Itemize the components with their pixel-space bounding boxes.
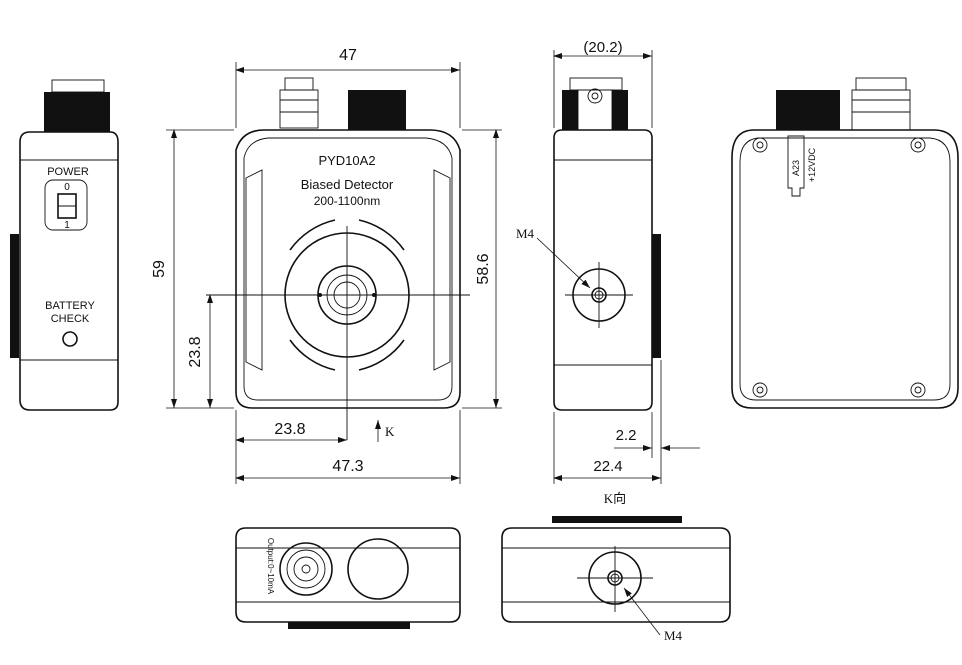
power-switch <box>44 179 88 231</box>
dim-width-top: 47 <box>339 47 357 64</box>
side-grip <box>10 234 19 358</box>
svg-text:CHECK: CHECK <box>51 313 90 325</box>
knob <box>44 92 110 132</box>
dim-width-bottom: 47.3 <box>332 458 363 475</box>
thread-label-bottom: M4 <box>664 628 683 643</box>
output-label: Output:0~10mA <box>266 538 275 595</box>
wavelength-range: 200-1100nm <box>314 194 381 208</box>
bottom-view: Output:0~10mA <box>235 527 461 629</box>
front-knob <box>348 90 406 130</box>
battery-type: A23 <box>791 160 801 176</box>
view-arrow-label: K <box>385 424 395 439</box>
front-view: PYD10A2 Biased Detector 200-1100nm <box>206 77 470 440</box>
right-dimensions: (20.2) 2.2 22.4 <box>553 39 700 484</box>
back-knob <box>776 90 840 130</box>
dim-center-width: 23.8 <box>274 421 305 438</box>
back-view: A23 +12VDC <box>731 77 959 409</box>
dim-side-depth-top: (20.2) <box>583 39 622 56</box>
bnc-connector <box>284 77 314 91</box>
dim-center-height: 23.8 <box>187 336 204 367</box>
dim-side-depth-bottom: 22.4 <box>593 458 622 475</box>
product-name: Biased Detector <box>301 177 394 192</box>
right-side-view: M4 <box>516 77 661 411</box>
knob-bottom <box>347 538 409 600</box>
thread-label-top: M4 <box>516 226 535 241</box>
model-label: PYD10A2 <box>318 153 375 168</box>
svg-text:0: 0 <box>64 182 70 193</box>
side-grip-right <box>652 234 661 358</box>
battery-label-plate <box>787 135 805 197</box>
bnc-port <box>279 542 333 596</box>
front-dimensions: 47 59 58.6 23.8 23.8 47.3 K <box>151 47 502 484</box>
svg-text:1: 1 <box>64 220 70 231</box>
power-label: POWER <box>47 166 89 178</box>
battery-voltage: +12VDC <box>807 147 817 182</box>
dim-side-offset: 2.2 <box>616 427 637 444</box>
battery-check-label: BATTERY <box>45 300 95 312</box>
k-view: K向 M4 <box>501 491 731 643</box>
battery-check-button <box>62 331 78 347</box>
dim-height-total: 59 <box>151 260 168 278</box>
left-side-view: POWER 0 1 BATTERY CHECK <box>10 79 119 411</box>
dim-height-body: 58.6 <box>475 253 492 284</box>
view-k-label: K向 <box>604 491 626 506</box>
